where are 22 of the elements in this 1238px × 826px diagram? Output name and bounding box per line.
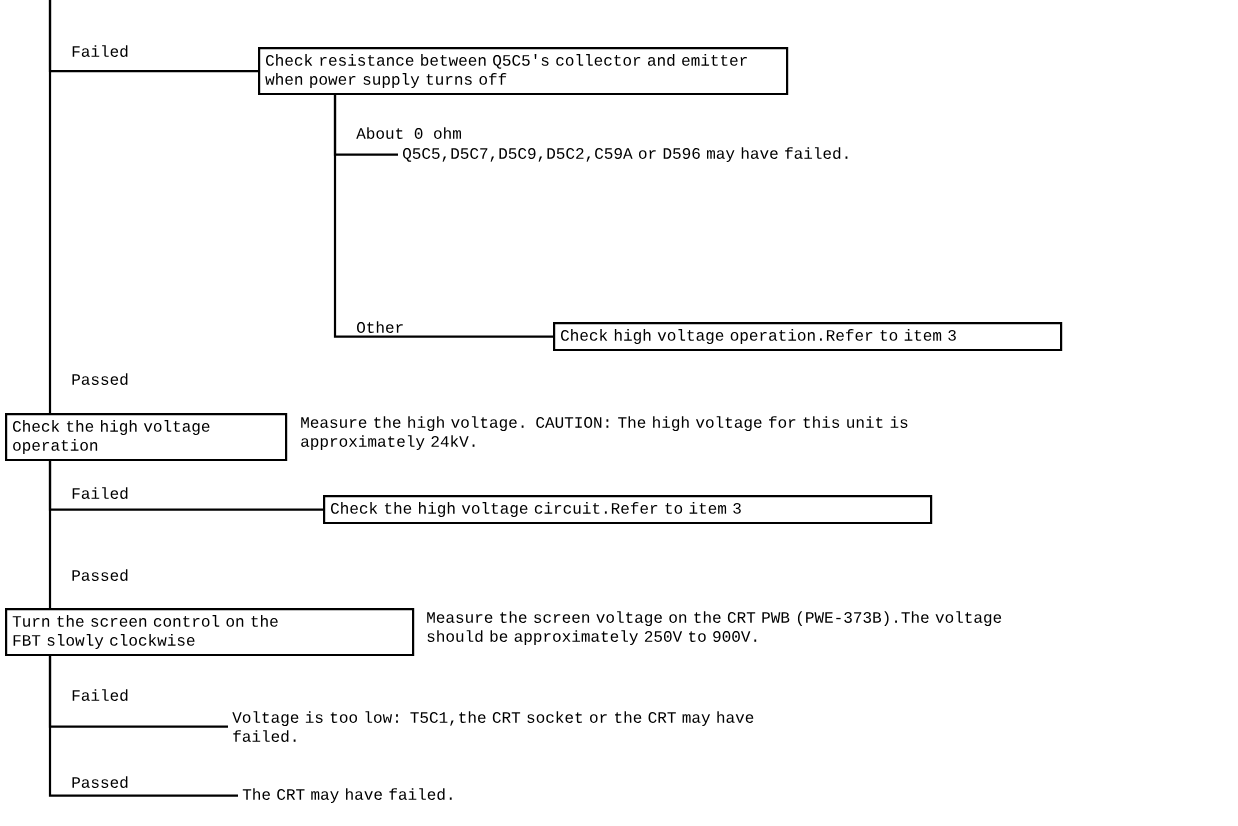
edge-label: Passed <box>70 568 130 582</box>
edge-label: Failed <box>70 486 130 500</box>
process-box: Check high voltage operation.Refer to item 3 <box>553 322 1063 352</box>
process-box: Check the high voltage circuit.Refer to item 3 <box>323 495 933 525</box>
result-text: Voltage is too low: T5C1,the CRT socket or the CRT may have failed. <box>232 711 754 742</box>
edge-label: Failed <box>70 44 130 58</box>
connector-line <box>48 0 52 413</box>
result-text: Q5C5,D5C7,D5C9,D5C2,C59A or D596 may have failed. <box>403 147 848 163</box>
connector-line <box>48 656 238 797</box>
note-text: Measure the high voltage. CAUTION: The high voltage for this unit is approximately 24kV. <box>301 416 908 451</box>
edge-label: Other <box>355 320 406 334</box>
connector-line <box>48 461 52 608</box>
note-text: Measure the screen voltage on the CRT PWB (PWE-373B).The voltage should be approximately 250V to 900V. <box>427 611 1002 646</box>
edge-label: Failed <box>70 688 130 702</box>
edge-label: Passed <box>70 372 130 386</box>
edge-label: About 0 ohm <box>355 126 463 140</box>
edge-label: Passed <box>70 775 130 789</box>
process-box: Check the high voltage operation <box>5 413 288 462</box>
connector-line <box>333 95 553 338</box>
result-text: The CRT may have failed. <box>242 788 452 804</box>
process-box: Check resistance between Q5C5's collector and emitter when power supply turns off <box>258 47 789 96</box>
process-box: Turn the screen control on the FBT slowly clockwise <box>5 608 415 657</box>
